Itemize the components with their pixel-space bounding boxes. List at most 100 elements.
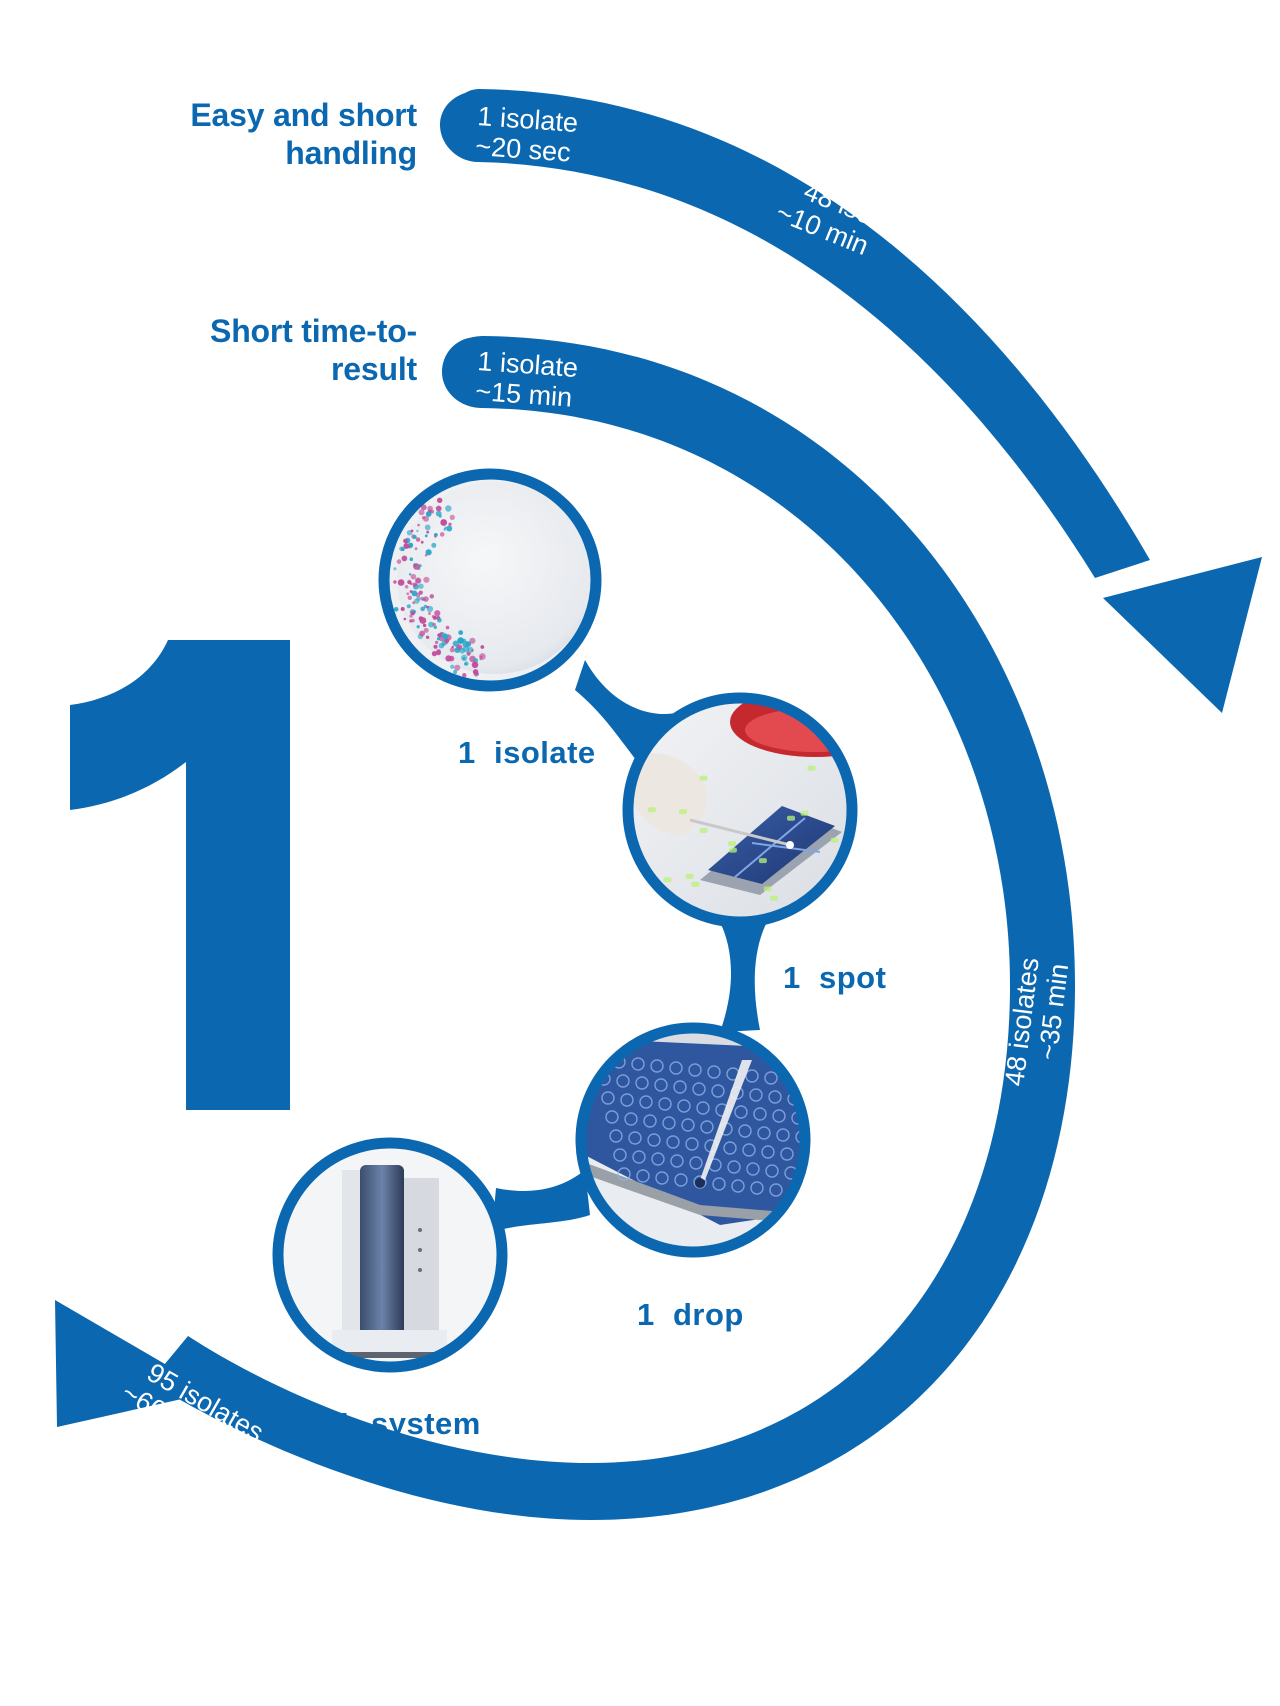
colony-dot [424, 524, 431, 531]
colony-dot [420, 606, 426, 612]
colony-dot [409, 557, 414, 561]
colony-dot [403, 538, 408, 544]
sample-well [636, 1169, 650, 1183]
colony-dot [426, 605, 430, 609]
sample-well [761, 1145, 775, 1159]
colony-dot [400, 607, 405, 611]
colony-dot [440, 519, 448, 526]
sample-well [707, 1065, 721, 1079]
handling-arrow-band [440, 89, 1150, 578]
glow-dot [787, 815, 795, 821]
colony-dot [401, 555, 408, 562]
sample-well [745, 1069, 759, 1083]
glow-dot [728, 847, 737, 853]
sample-well [711, 1084, 725, 1098]
sample-well [765, 1164, 779, 1178]
sample-well [723, 1141, 737, 1155]
colony-dot [428, 621, 434, 628]
glow-dots [647, 765, 839, 901]
sample-well [753, 1107, 767, 1121]
sample-well [731, 1179, 745, 1193]
colony-dot [471, 649, 474, 652]
colony-dot [393, 567, 397, 571]
step-label-drop: 1 drop [637, 1297, 744, 1332]
sample-well [609, 1129, 623, 1143]
colony-dot [424, 553, 428, 557]
step-2-ring [622, 692, 858, 928]
step-1-ring [378, 468, 602, 692]
sample-well [605, 1110, 619, 1124]
colony-dot [449, 514, 455, 521]
sample-well [757, 1126, 771, 1140]
glow-dot [758, 858, 767, 864]
colony-dot [413, 563, 420, 570]
colony-dot [437, 650, 441, 653]
glow-dot [807, 765, 816, 771]
colony-dot [403, 617, 407, 621]
sample-well [670, 1154, 684, 1168]
colony-dot [423, 627, 429, 633]
sample-well [738, 1124, 752, 1138]
colony-dot [437, 633, 441, 637]
sample-well [601, 1091, 615, 1105]
colony-dot [415, 537, 421, 542]
colony-dot [425, 549, 432, 556]
colony-dot [434, 610, 441, 617]
colony-dot [416, 625, 420, 629]
sample-well [662, 1116, 676, 1130]
colony-dot [423, 604, 428, 609]
heading-handling-line-2: handling [285, 135, 417, 171]
colony-dot [462, 673, 467, 678]
colony-dot [406, 544, 411, 549]
sample-well [689, 1156, 703, 1170]
sample-well [780, 1147, 794, 1161]
colony-dot [451, 645, 454, 649]
colony-dot [418, 590, 423, 595]
colony-dot [433, 644, 438, 649]
sample-well [655, 1171, 669, 1185]
glow-dot [691, 881, 700, 887]
sample-well [666, 1135, 680, 1149]
heading-handling-line-1: Easy and short [190, 97, 417, 133]
colony-dot [437, 618, 442, 623]
colony-dot [425, 635, 430, 639]
sample-well [650, 1059, 664, 1073]
colony-dot [418, 509, 425, 516]
colony-dot [417, 523, 420, 527]
sample-well [620, 1093, 634, 1107]
colony-dot [479, 653, 486, 660]
colony-dot [454, 647, 461, 653]
sample-well [807, 1095, 819, 1107]
sample-well [688, 1063, 702, 1077]
sample-well [643, 1114, 657, 1128]
colony-dot [442, 633, 449, 640]
colony-dot [397, 579, 405, 586]
colony-dot [448, 655, 455, 662]
colony-dot [429, 594, 434, 599]
colony-dot [420, 504, 427, 511]
colony-dot [431, 651, 437, 657]
colony-dot [418, 616, 424, 621]
sample-well [768, 1090, 782, 1104]
sample-well [635, 1076, 649, 1090]
colony-dot [436, 637, 441, 641]
colony-dot [396, 559, 402, 564]
sample-well [673, 1080, 687, 1094]
colony-dot [454, 664, 461, 671]
sample-well [613, 1148, 627, 1162]
colony-dot [472, 669, 479, 675]
sample-well [827, 1190, 839, 1202]
glow-dot [830, 837, 839, 843]
colony-dot [439, 532, 445, 537]
colony-dot [464, 662, 468, 666]
colony-dot [421, 516, 426, 520]
sample-well [712, 1177, 726, 1191]
sample-well [674, 1173, 688, 1187]
colony-dot [446, 525, 453, 532]
colony-dot [404, 585, 409, 589]
colony-dot [432, 622, 436, 627]
colony-dot [438, 642, 445, 649]
sample-well [742, 1143, 756, 1157]
